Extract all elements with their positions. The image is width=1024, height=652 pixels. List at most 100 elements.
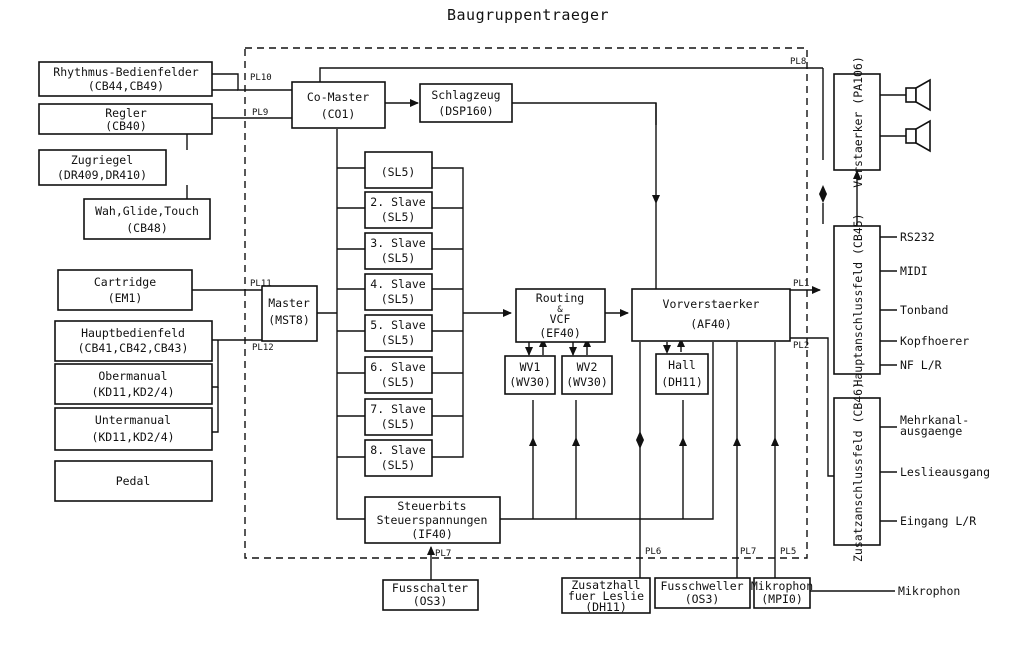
box-verstaerker (833, 73, 881, 171)
connector-pl5: PL5 (780, 547, 796, 557)
svg-text:(DSP160): (DSP160) (438, 104, 493, 118)
speaker-icon (905, 78, 931, 112)
svg-text:(EM1): (EM1) (108, 291, 143, 305)
cartridge-code: (EM1) (108, 291, 143, 305)
svg-text:(CB40): (CB40) (105, 119, 147, 133)
schlagzeug-code: (DSP160) (438, 104, 493, 118)
box-zusatzhall (561, 577, 651, 614)
svg-text:Hauptbedienfeld: Hauptbedienfeld (81, 326, 185, 340)
box-hauptbedienfeld (54, 320, 213, 362)
svg-text:&: & (557, 305, 563, 315)
box-pedal (54, 460, 213, 502)
svg-text:8. Slave: 8. Slave (370, 443, 425, 457)
untermanual-code: (KD11,KD2/4) (91, 430, 174, 444)
output-tonband: Tonband (900, 303, 948, 317)
routing-and: & (557, 305, 563, 315)
svg-text:Master: Master (268, 296, 310, 310)
svg-text:(WV30): (WV30) (509, 375, 551, 389)
zusatzanschluss-label: Zusatzanschlussfeld (CB46) (851, 382, 865, 562)
comaster-code: (CO1) (321, 107, 356, 121)
wv1-code: (WV30) (509, 375, 551, 389)
slave-5-label: 5. Slave (370, 318, 425, 332)
slave-4-label: 4. Slave (370, 277, 425, 291)
wv1-label: WV1 (520, 360, 541, 374)
diagram-title: Baugruppentraeger (447, 6, 609, 24)
svg-text:Mehrkanal-: Mehrkanal- (900, 413, 969, 427)
svg-text:(EF40): (EF40) (539, 326, 581, 340)
svg-text:(CB41,CB42,CB43): (CB41,CB42,CB43) (78, 341, 189, 355)
svg-text:6. Slave: 6. Slave (370, 360, 425, 374)
regler-code: (CB40) (105, 119, 147, 133)
svg-text:Fusschweller: Fusschweller (660, 579, 743, 593)
output-mikrophon: Mikrophon (898, 584, 960, 598)
svg-text:(MST8): (MST8) (268, 313, 310, 327)
svg-text:(KD11,KD2/4): (KD11,KD2/4) (91, 385, 174, 399)
wires (186, 67, 906, 592)
svg-text:Steuerspannungen: Steuerspannungen (377, 513, 488, 527)
svg-text:(CB48): (CB48) (126, 221, 168, 235)
fusschalter-label: Fusschalter (392, 581, 468, 595)
mikrophon-box-label: Mikrophon (751, 579, 813, 593)
hall-label: Hall (668, 358, 696, 372)
box-slave-7 (364, 398, 433, 436)
box-obermanual (54, 363, 213, 405)
svg-text:Mikrophon: Mikrophon (751, 579, 813, 593)
slave-5-code: (SL5) (381, 333, 416, 347)
box-hauptanschluss (833, 225, 881, 375)
zugriegel-label: Zugriegel (71, 153, 133, 167)
slave-6-label: 6. Slave (370, 360, 425, 374)
svg-text:(IF40): (IF40) (411, 527, 453, 541)
rhythmus-label: Rhythmus-Bedienfelder (53, 65, 198, 79)
svg-text:(SL5): (SL5) (381, 165, 416, 179)
box-slave-8 (364, 439, 433, 477)
svg-text:(SL5): (SL5) (381, 333, 416, 347)
connector-pl2: PL2 (793, 341, 809, 351)
svg-text:(DR409,DR410): (DR409,DR410) (57, 168, 147, 182)
routing-vcf: VCF (550, 312, 571, 326)
output-midi: MIDI (900, 264, 928, 278)
wv2-label: WV2 (577, 360, 598, 374)
svg-text:7. Slave: 7. Slave (370, 402, 425, 416)
svg-text:(DH11): (DH11) (661, 375, 703, 389)
box-slave-6 (364, 356, 433, 394)
connector-pl12: PL12 (252, 343, 274, 353)
zusatzhall-sublabel: fuer Leslie (568, 589, 644, 603)
output-mehrkanal-1: Mehrkanal- (900, 413, 969, 427)
svg-text:Pedal: Pedal (116, 474, 151, 488)
slave-6-code: (SL5) (381, 375, 416, 389)
svg-text:Rhythmus-Bedienfelder: Rhythmus-Bedienfelder (53, 65, 198, 79)
svg-text:Schlagzeug: Schlagzeug (431, 88, 500, 102)
box-slave-1 (364, 151, 433, 189)
output-nf: NF L/R (900, 358, 942, 372)
connector-pl1: PL1 (793, 279, 809, 289)
svg-text:(WV30): (WV30) (566, 375, 608, 389)
connector-pl11: PL11 (250, 279, 272, 289)
svg-text:(OS3): (OS3) (413, 594, 448, 608)
svg-text:(SL5): (SL5) (381, 417, 416, 431)
hauptbedienfeld-code: (CB41,CB42,CB43) (78, 341, 189, 355)
obermanual-label: Obermanual (98, 369, 167, 383)
svg-text:ausgaenge: ausgaenge (900, 424, 962, 438)
svg-text:Zusatzanschlussfeld (CB46): Zusatzanschlussfeld (CB46) (851, 382, 865, 562)
svg-text:4. Slave: 4. Slave (370, 277, 425, 291)
box-slave-2 (364, 191, 433, 229)
box-slave-4 (364, 273, 433, 311)
box-fusschweller (654, 577, 751, 609)
box-wah (83, 198, 211, 240)
svg-text:(SL5): (SL5) (381, 458, 416, 472)
box-schlagzeug (419, 83, 513, 123)
wah-label: Wah,Glide,Touch (95, 204, 199, 218)
hauptanschluss-label: Hauptanschlussfeld (CB45) (851, 213, 865, 386)
output-leslie: Leslieausgang (900, 465, 990, 479)
connector-pl9: PL9 (252, 108, 268, 118)
svg-text:(CB44,CB49): (CB44,CB49) (88, 79, 164, 93)
zusatzhall-label: Zusatzhall (571, 578, 640, 592)
slave-8-label: 8. Slave (370, 443, 425, 457)
fusschalter-code: (OS3) (413, 594, 448, 608)
box-vorverstaerker (631, 288, 791, 342)
master-label: Master (268, 296, 310, 310)
fusschweller-label: Fusschweller (660, 579, 743, 593)
fusschweller-code: (OS3) (685, 592, 720, 606)
svg-text:Zusatzhall: Zusatzhall (571, 578, 640, 592)
